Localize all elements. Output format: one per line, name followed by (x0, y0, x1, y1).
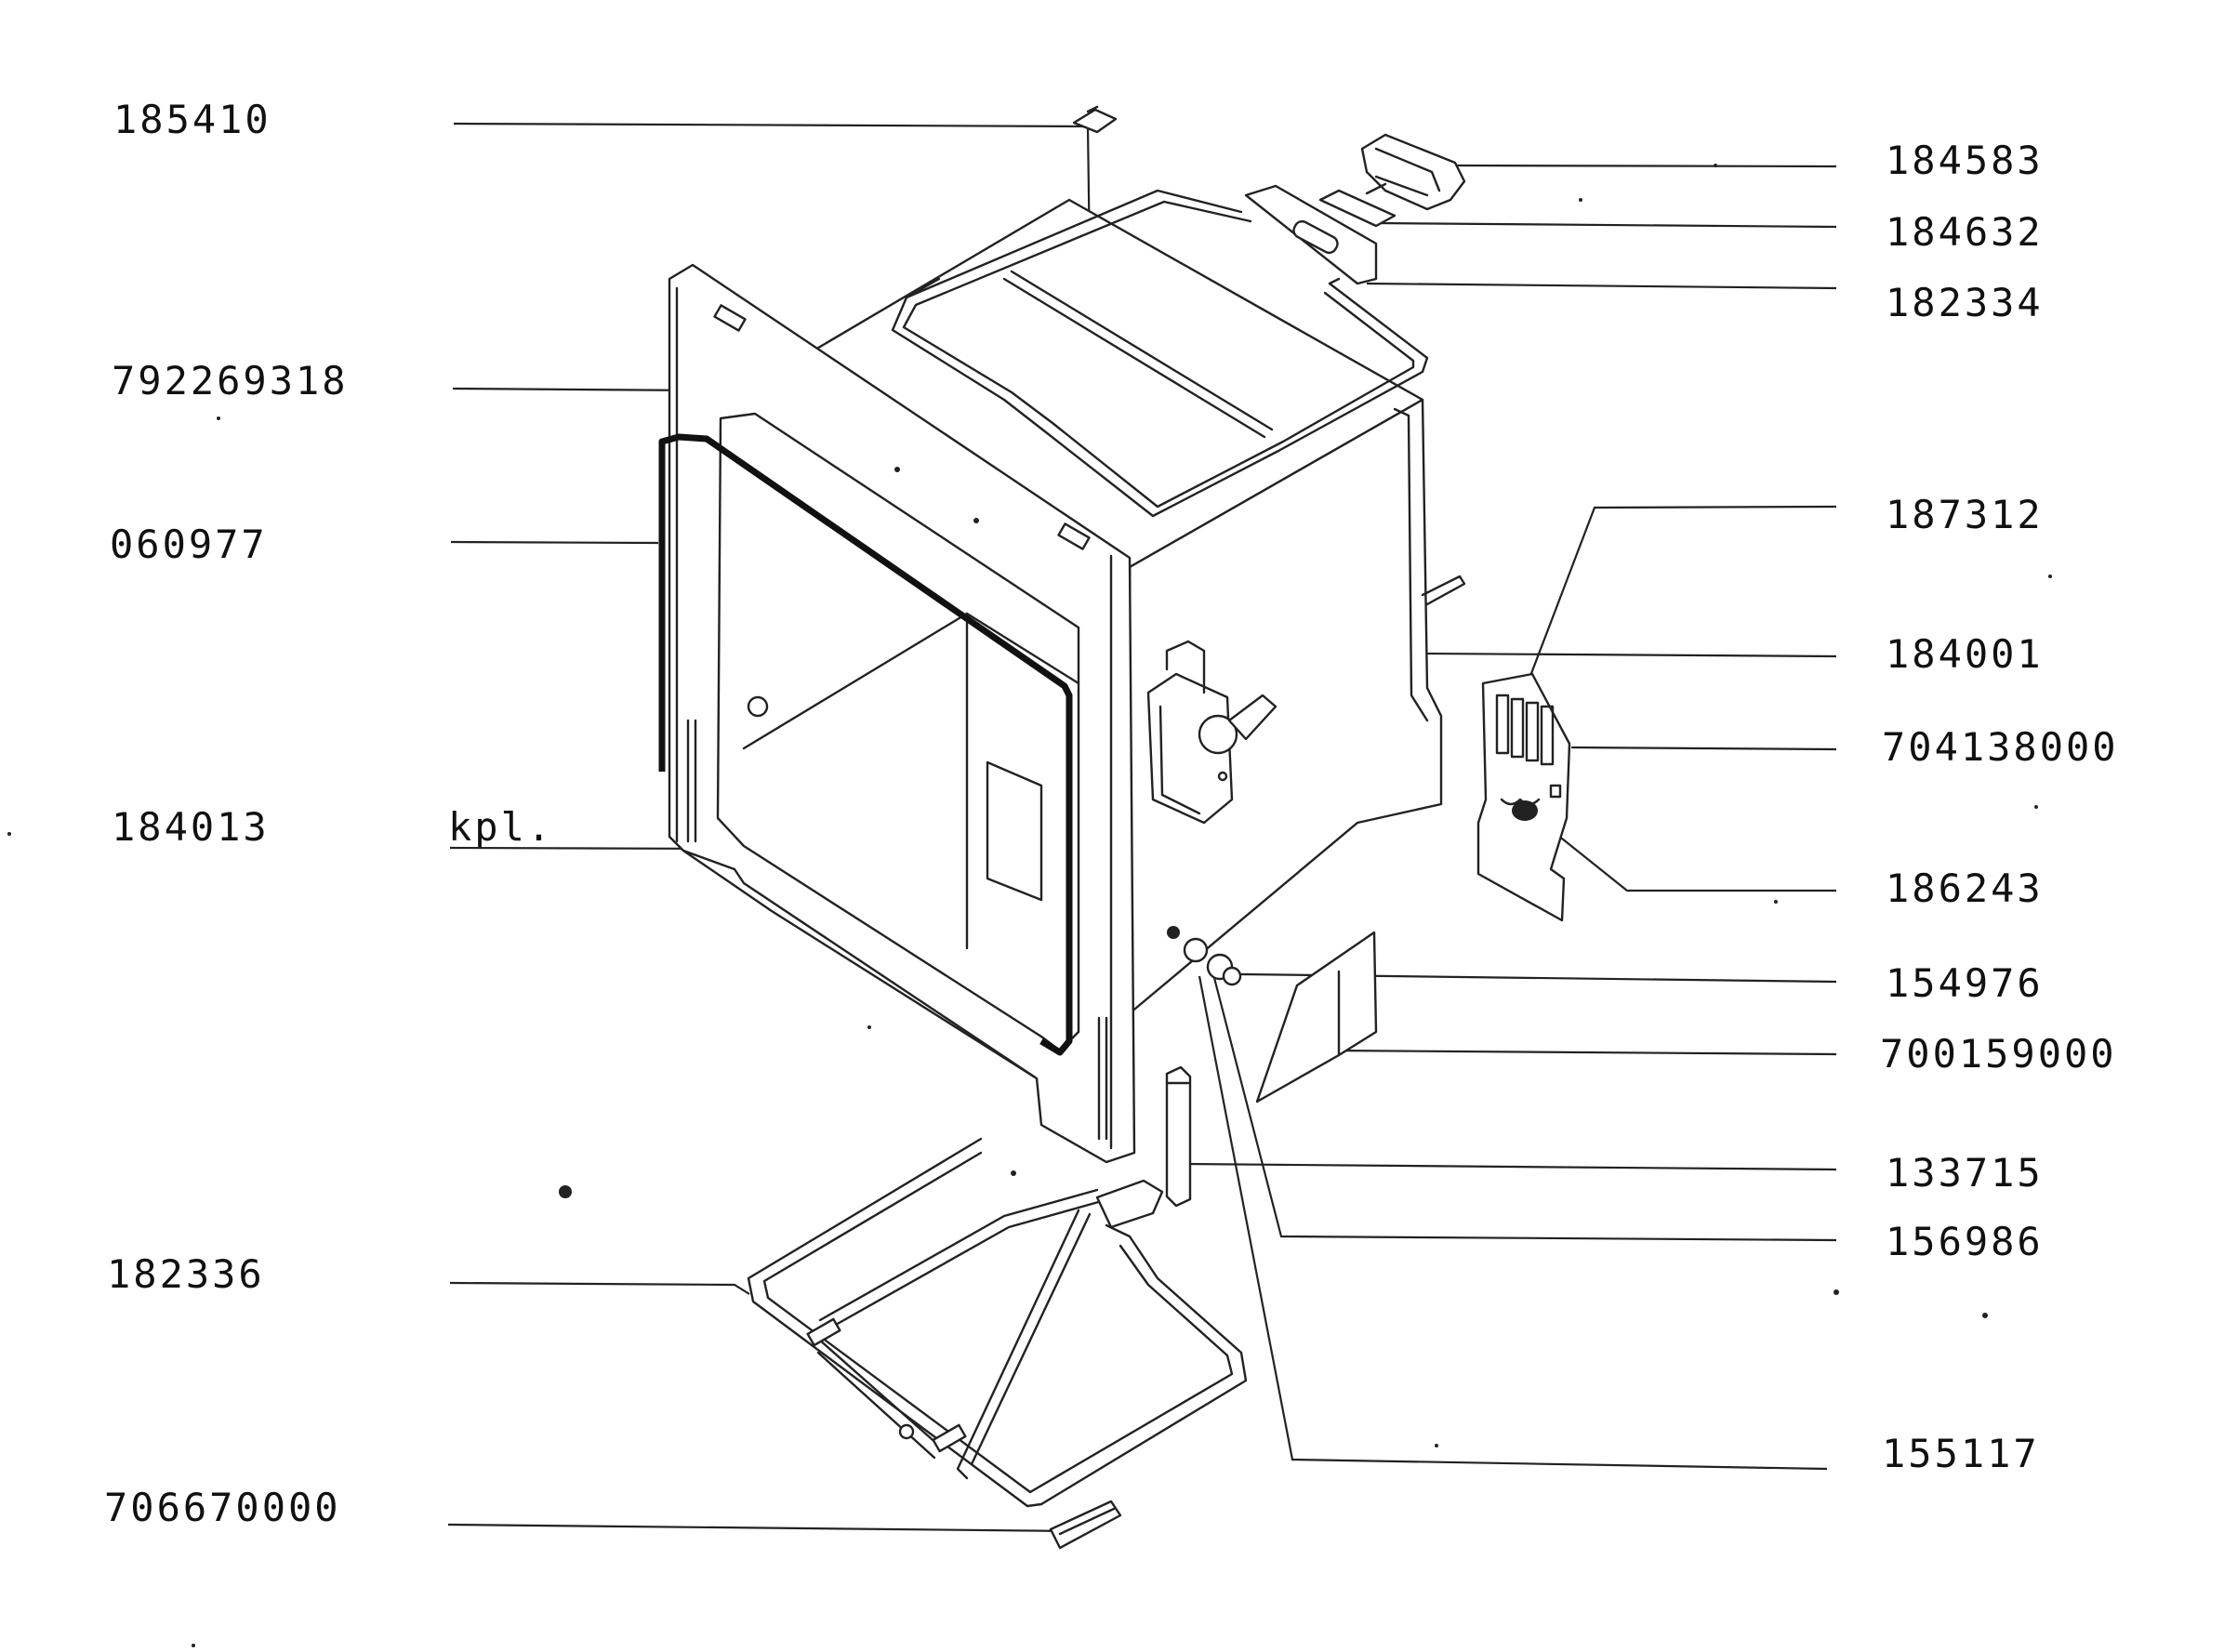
label-186243: 186243 (1886, 866, 2044, 911)
side-plate (1476, 672, 1571, 922)
door-seal (658, 433, 1073, 1056)
plate-slot-2 (1510, 697, 1525, 759)
terminal-insulator (1318, 189, 1397, 228)
leader-185410 (453, 122, 1092, 261)
lower-heater-rib-1 (818, 1188, 1099, 1322)
plate-slot-1 (1495, 694, 1510, 755)
label-700159000: 700159000 (1880, 1031, 2117, 1077)
cavity-lamp-window (986, 760, 1043, 902)
plate-slot-4 (1540, 705, 1555, 766)
label-792269318: 792269318 (112, 358, 349, 403)
cavity-side-rim (1393, 407, 1429, 722)
side-plate-assembly (1476, 672, 1571, 922)
label-182336: 182336 (107, 1251, 265, 1297)
heater-plate-slot (1292, 219, 1339, 255)
heater-rib (1002, 277, 1266, 439)
lower-heater-rib-3 (816, 1337, 941, 1447)
switch-housing (1146, 672, 1234, 825)
label-184013-suffix: kpl. (448, 804, 553, 850)
strip-part (1165, 1065, 1192, 1208)
leader-182336 (449, 1281, 750, 1295)
bottom-bracket (1049, 1500, 1122, 1550)
leader-700159000 (1329, 1049, 1837, 1056)
heater-loop-inner (902, 200, 1415, 509)
fastener-group (1167, 926, 1242, 986)
leader-156986 (1211, 973, 1837, 1242)
label-133715: 133715 (1886, 1150, 2044, 1196)
top-clip (1072, 108, 1118, 134)
lower-heater-terminal (1095, 1179, 1164, 1229)
plate-slot-3 (1525, 701, 1540, 762)
frame-bottom-lip (682, 849, 1036, 1078)
small-dot (1167, 926, 1180, 939)
terminal-cover (1318, 133, 1466, 228)
leader-060977 (450, 540, 659, 545)
oven-cavity (668, 198, 1443, 1164)
terminal-cap (1360, 133, 1466, 211)
leader-182334 (1366, 282, 1837, 290)
leader-187312 (1521, 505, 1837, 696)
heater-loop-outer (891, 189, 1429, 518)
label-187312: 187312 (1886, 492, 2044, 537)
lower-heater-outer (747, 1137, 1248, 1508)
label-185410: 185410 (113, 97, 271, 142)
insulation-panel (1255, 931, 1378, 1104)
label-184013: 184013 (112, 804, 270, 850)
leader-184632 (1375, 221, 1837, 229)
switch-knob (1198, 714, 1238, 755)
plate-grommet (1512, 800, 1538, 821)
side-switch-unit (1146, 640, 1277, 825)
label-184001: 184001 (1886, 631, 2044, 677)
rear-bracket (1421, 575, 1466, 606)
washer (1183, 937, 1209, 963)
label-184583: 184583 (1886, 138, 2044, 183)
cavity-fixing (747, 695, 769, 718)
bottom-heating-element (747, 1137, 1248, 1508)
leader-186243 (1524, 808, 1836, 892)
label-706670000: 706670000 (104, 1485, 341, 1530)
label-182334: 182334 (1886, 280, 2044, 325)
switch-top-tab (1165, 640, 1206, 694)
label-060977: 060977 (110, 522, 268, 567)
leader-706670000 (447, 1523, 1075, 1533)
label-154976: 154976 (1886, 960, 2044, 1006)
cavity-side-face (1128, 398, 1443, 1015)
label-155117: 155117 (1882, 1431, 2040, 1476)
switch-shaft (1227, 694, 1277, 741)
leader-792269318 (452, 387, 706, 392)
hinge-clip-top (713, 304, 747, 332)
leader-155117 (1198, 975, 1828, 1471)
leader-lines (447, 122, 1837, 1533)
hinge-clip-right (1057, 522, 1091, 550)
scan-specks (7, 164, 2052, 1647)
label-704138000: 704138000 (1882, 724, 2119, 770)
lower-heater-inner (762, 1151, 1234, 1494)
strip-body (1165, 1065, 1192, 1208)
leader-133715 (1185, 1162, 1837, 1171)
label-156986: 156986 (1886, 1219, 2044, 1264)
label-184632: 184632 (1886, 209, 2044, 255)
leader-184583 (1451, 164, 1837, 168)
top-heating-element (891, 184, 1429, 518)
lower-heater-rib-2 (956, 1209, 1080, 1480)
leader-704138000 (1570, 746, 1837, 751)
